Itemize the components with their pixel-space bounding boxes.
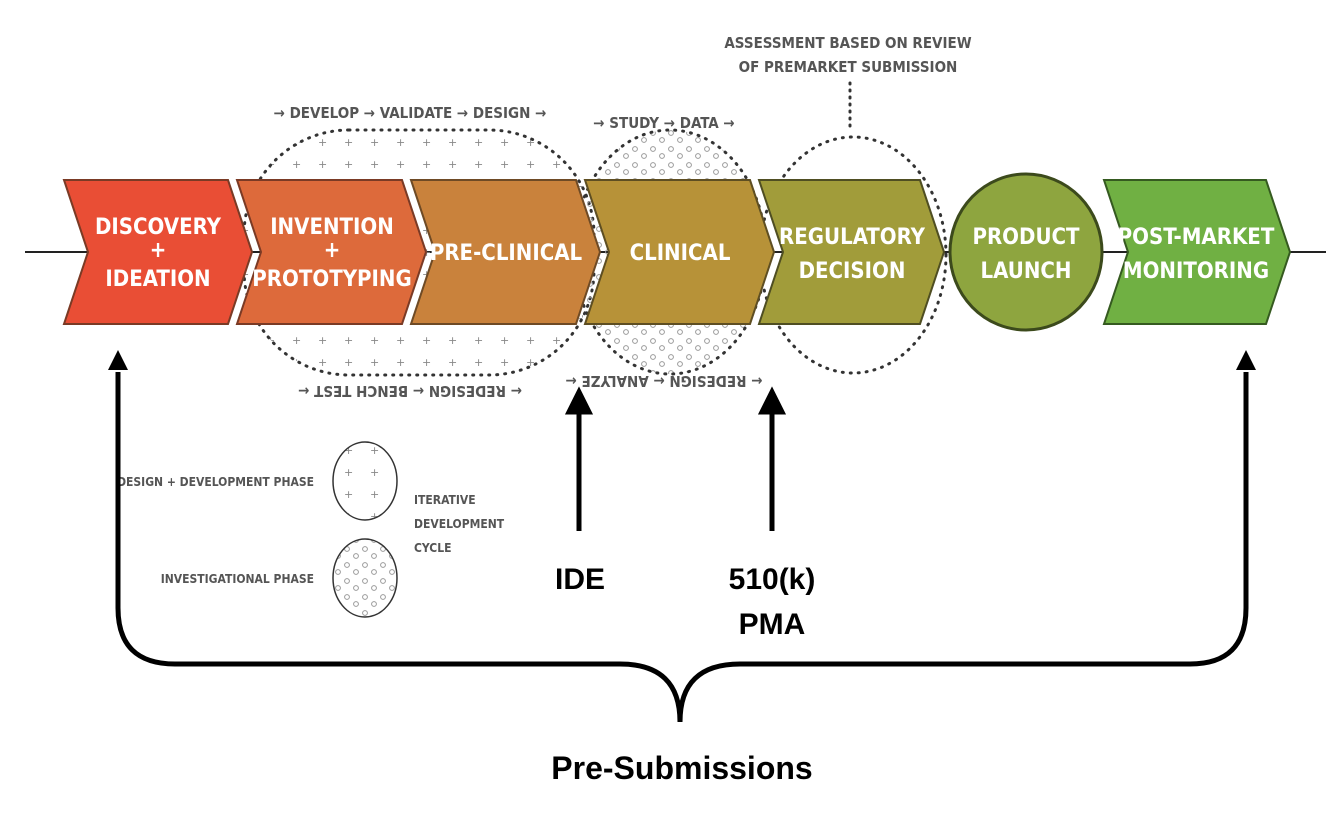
cycle-bottom-label-clinical: ← REDESIGN ← ANALYZE ← (565, 372, 762, 390)
legend-investigational-symbol (332, 538, 398, 618)
assessment-label-2: OF PREMARKET SUBMISSION (739, 58, 958, 76)
legend-iterative-3: CYCLE (414, 541, 452, 555)
stage-label-discovery-2: + (150, 238, 167, 263)
stage-invention (235, 179, 428, 325)
stage-label-invention-2: + (324, 238, 341, 263)
ide-arrow-head (564, 386, 594, 415)
cycle-bottom-label-design: ← REDESIGN ← BENCH TEST ← (298, 382, 522, 400)
stage-label-invention-3: PROTOTYPING (252, 267, 411, 292)
stage-discovery (62, 179, 254, 325)
stage-label-post-market-2: MONITORING (1123, 259, 1269, 284)
stage-pre-clinical (409, 179, 602, 325)
assessment-label-1: ASSESSMENT BASED ON REVIEW (724, 34, 971, 52)
stage-label-regulatory-1: REGULATORY (779, 225, 926, 250)
stage-label-regulatory-2: DECISION (799, 259, 906, 284)
stage-regulatory-decision (757, 179, 946, 325)
stage-label-post-market-1: POST-MARKET (1118, 225, 1275, 250)
brace-arrow-head-right (1236, 350, 1256, 370)
stage-label-invention-1: INVENTION (270, 215, 394, 240)
cycle-top-label-clinical: → STUDY → DATA → (593, 114, 734, 132)
510k-arrow-head (757, 386, 787, 415)
legend-design-label: DESIGN + DEVELOPMENT PHASE (117, 475, 314, 489)
legend: DESIGN + DEVELOPMENT PHASE INVESTIGATION… (117, 441, 505, 618)
stage-label-pre-clinical: PRE-CLINICAL (430, 241, 583, 266)
pre-submissions-brace (115, 372, 1249, 723)
stage-label-discovery-3: IDEATION (105, 267, 210, 292)
cycle-top-label-design: → DEVELOP → VALIDATE → DESIGN → (274, 104, 547, 122)
legend-investigational-label: INVESTIGATIONAL PHASE (161, 572, 314, 586)
regulatory-review-circle (758, 135, 948, 375)
brace-arrow-head-left (108, 350, 128, 370)
legend-iterative-2: DEVELOPMENT (414, 517, 505, 531)
stage-label-launch-1: PRODUCT (972, 225, 1080, 250)
stage-product-launch (948, 172, 1104, 332)
stage-post-market (1102, 179, 1292, 325)
stage-clinical (583, 179, 776, 325)
pma-label: PMA (739, 608, 806, 641)
ide-label: IDE (555, 563, 605, 596)
510k-label: 510(k) (729, 563, 816, 596)
stage-label-clinical: CLINICAL (630, 241, 731, 266)
legend-design-symbol (332, 441, 398, 521)
stage-label-launch-2: LAUNCH (981, 259, 1072, 284)
pre-submissions-label: Pre-Submissions (551, 750, 812, 786)
stage-label-discovery-1: DISCOVERY (95, 215, 222, 240)
legend-iterative-1: ITERATIVE (414, 493, 476, 507)
